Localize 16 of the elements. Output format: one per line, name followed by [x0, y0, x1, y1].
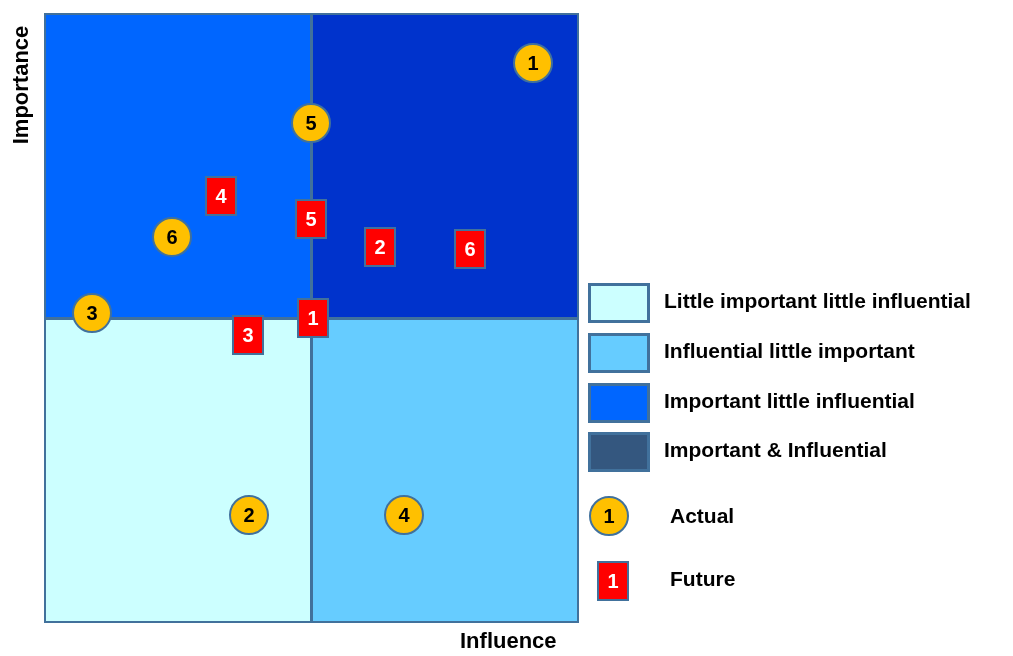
legend-text: Influential little important: [664, 339, 915, 363]
future-marker: 1: [597, 561, 629, 601]
actual-marker: 1: [589, 496, 629, 536]
legend-text: Important little influential: [664, 389, 915, 413]
future-marker: 6: [454, 229, 486, 269]
legend-text: Actual: [670, 504, 735, 528]
future-marker: 5: [295, 199, 327, 239]
legend-text: Little important little influential: [664, 289, 971, 313]
legend-text: Important & Influential: [664, 438, 887, 462]
future-marker: 3: [232, 315, 264, 355]
axis-title: Importance: [8, 25, 35, 145]
legend-text: Future: [670, 567, 736, 591]
future-marker: 4: [205, 176, 237, 216]
future-marker: 1: [297, 298, 329, 338]
axis-title: Influence: [460, 628, 557, 654]
future-marker: 2: [364, 227, 396, 267]
